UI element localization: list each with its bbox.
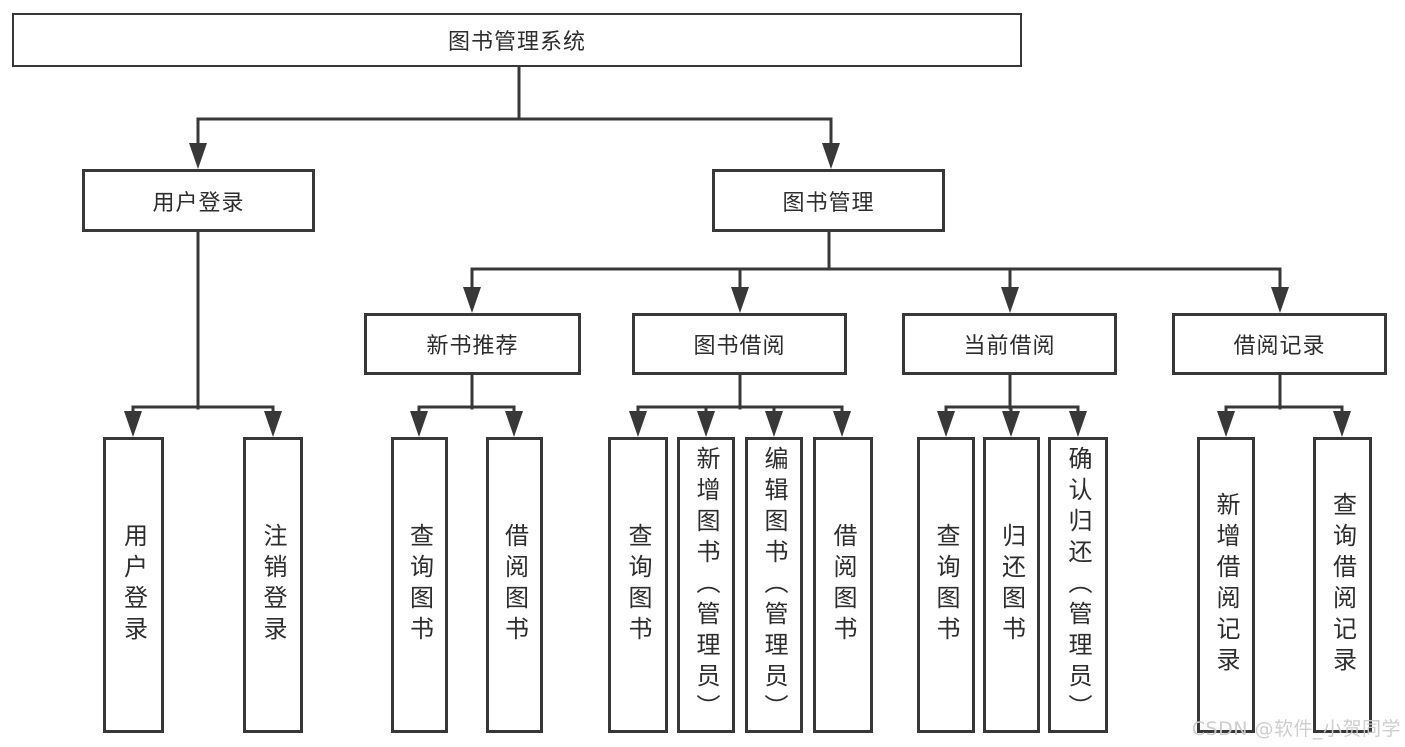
node-book-borrowing: 图书借阅 (632, 313, 847, 375)
node-new-book-recommendation: 新书推荐 (364, 313, 581, 375)
leaf-user-login: 用户登录 (103, 437, 164, 733)
leaf-borrow-books-borrowing: 借阅图书 (813, 437, 873, 733)
leaf-query-books-borrowing: 查询图书 (608, 437, 668, 733)
leaf-confirm-return-admin: 确认归还（管理员） (1048, 437, 1108, 733)
leaf-query-books-current: 查询图书 (917, 437, 975, 733)
node-current-borrowing: 当前借阅 (902, 313, 1117, 375)
node-borrowing-records: 借阅记录 (1172, 313, 1387, 375)
node-book-management: 图书管理 (712, 169, 945, 232)
leaf-edit-books-admin: 编辑图书（管理员） (745, 437, 803, 733)
leaf-query-books-recommend: 查询图书 (391, 437, 448, 733)
csdn-watermark: CSDN @软件_小贺同学 (1191, 718, 1401, 740)
node-library-management-system: 图书管理系统 (12, 13, 1022, 67)
leaf-add-books-admin: 新增图书（管理员） (677, 437, 735, 733)
leaf-logout-login: 注销登录 (243, 437, 303, 733)
node-user-login: 用户登录 (82, 169, 315, 232)
leaf-return-books: 归还图书 (983, 437, 1040, 733)
leaf-query-borrow-record: 查询借阅记录 (1313, 437, 1372, 733)
leaf-borrow-books-recommend: 借阅图书 (486, 437, 543, 733)
arrowheads (124, 143, 1351, 437)
leaf-add-borrow-record: 新增借阅记录 (1197, 437, 1255, 733)
